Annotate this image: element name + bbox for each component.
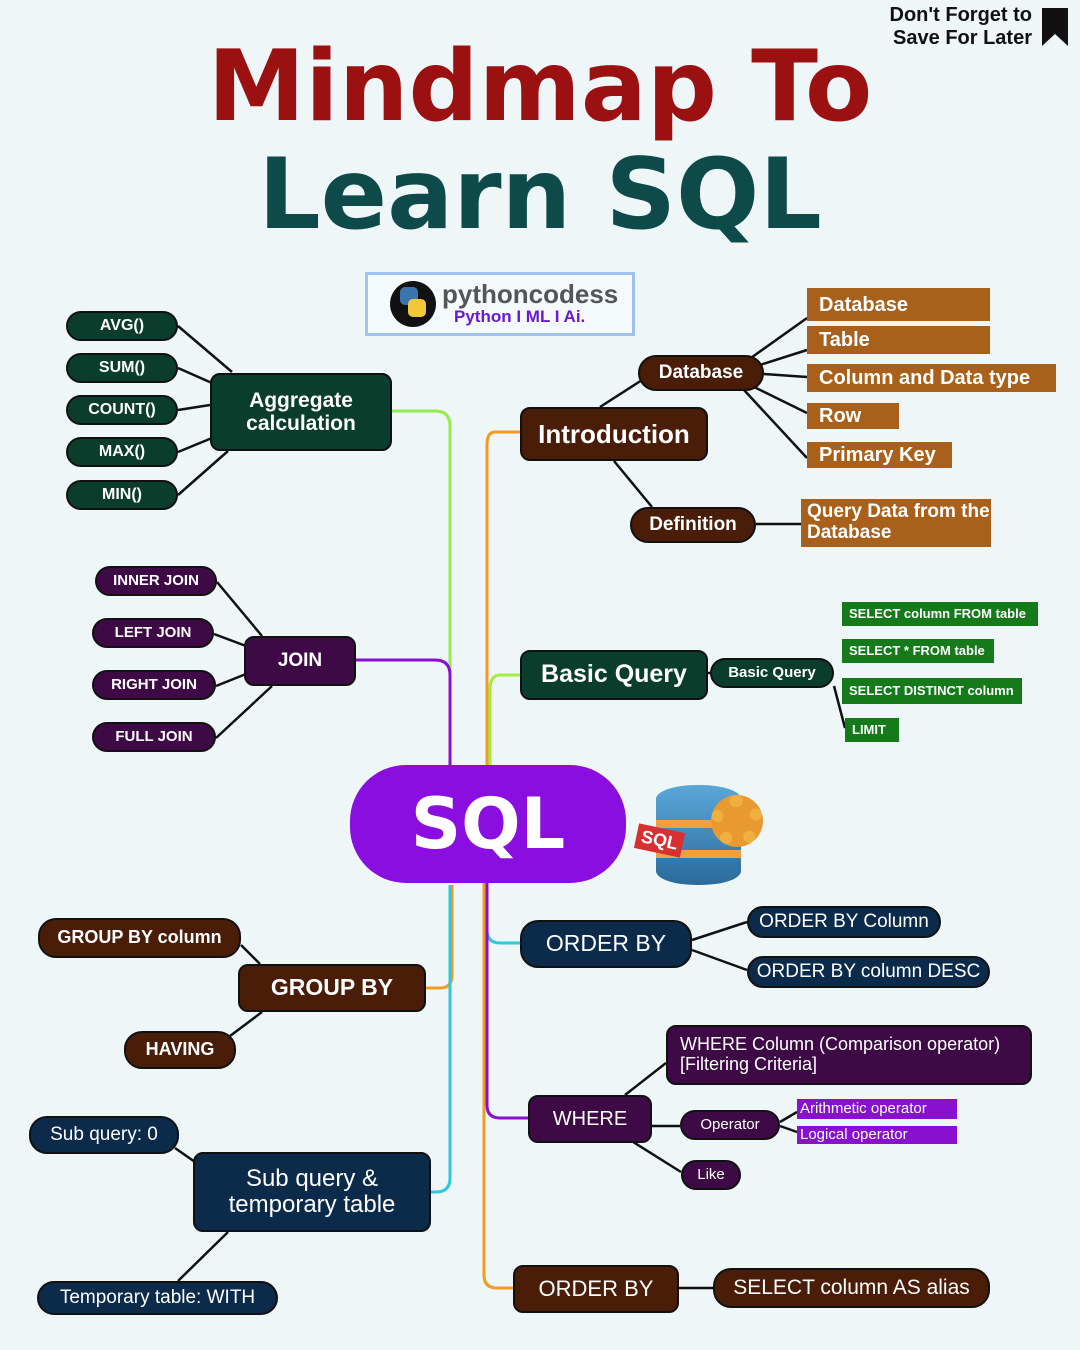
where-node: WHERE [528,1095,652,1143]
like-node: Like [681,1160,741,1190]
join-node: JOIN [244,636,356,686]
group-by-item: GROUP BY column [38,918,241,958]
logo-tagline: Python I ML I Ai. [454,307,586,326]
order-by-item: ORDER BY Column [747,906,941,938]
basic-query-item: SELECT DISTINCT column [842,678,1022,704]
join-item: INNER JOIN [95,566,217,596]
definition-node: Definition [630,507,756,543]
operator-node: Operator [680,1110,780,1140]
database-item: Column and Data type [807,364,1056,392]
title-line-1: Mindmap To [207,30,873,144]
database-node: Database [638,355,764,391]
group-by-node: GROUP BY [238,964,426,1012]
aggregate-item: AVG() [66,311,178,341]
sql-center-node: SQL [350,765,626,883]
basic-query-item: SELECT column FROM table [842,602,1038,626]
order-by-item: ORDER BY column DESC [747,956,990,988]
title-line-2: Learn SQL [258,138,822,252]
aggregate-item: MAX() [66,437,178,467]
logo: pythoncodess Python I ML I Ai. [365,272,635,336]
database-item: Row [807,403,899,429]
logo-name: pythoncodess [442,279,619,309]
reminder-line-1: Don't Forget to [889,4,1033,26]
join-item: RIGHT JOIN [92,670,216,700]
order-by-node: ORDER BY [520,920,692,968]
subquery-node: Sub query & temporary table [193,1152,431,1232]
introduction-node: Introduction [520,407,708,461]
operator-item: Logical operator [797,1126,957,1144]
basic-query-item: LIMIT [845,718,899,742]
database-item: Database [807,288,990,321]
bookmark-icon [1042,8,1068,46]
save-reminder: Don't Forget to Save For Later [890,4,1033,50]
join-item: FULL JOIN [92,722,216,752]
join-item: LEFT JOIN [92,618,214,648]
aggregate-item: SUM() [66,353,178,383]
definition-value: Query Data from the Database [801,499,991,547]
alias-item: SELECT column AS alias [713,1268,990,1308]
subquery-item: Temporary table: WITH [37,1281,278,1315]
operator-item: Arithmetic operator [797,1099,957,1119]
where-condition: WHERE Column (Comparison operator) [Filt… [666,1025,1032,1085]
python-logo-icon [390,281,436,327]
group-by-item: HAVING [124,1031,236,1069]
database-item: Table [807,326,990,354]
aggregate-item: COUNT() [66,395,178,425]
basic-query-item: SELECT * FROM table [842,639,994,663]
reminder-line-2: Save For Later [893,27,1032,49]
aggregate-item: MIN() [66,480,178,510]
alias-order-by-node: ORDER BY [513,1265,679,1313]
basic-query-node: Basic Query [520,650,708,700]
aggregate-node: Aggregate calculation [210,373,392,451]
subquery-item: Sub query: 0 [29,1116,179,1154]
basic-query-sub: Basic Query [710,658,834,688]
database-gear-icon: SQL [633,780,771,890]
database-item: Primary Key [807,442,952,468]
